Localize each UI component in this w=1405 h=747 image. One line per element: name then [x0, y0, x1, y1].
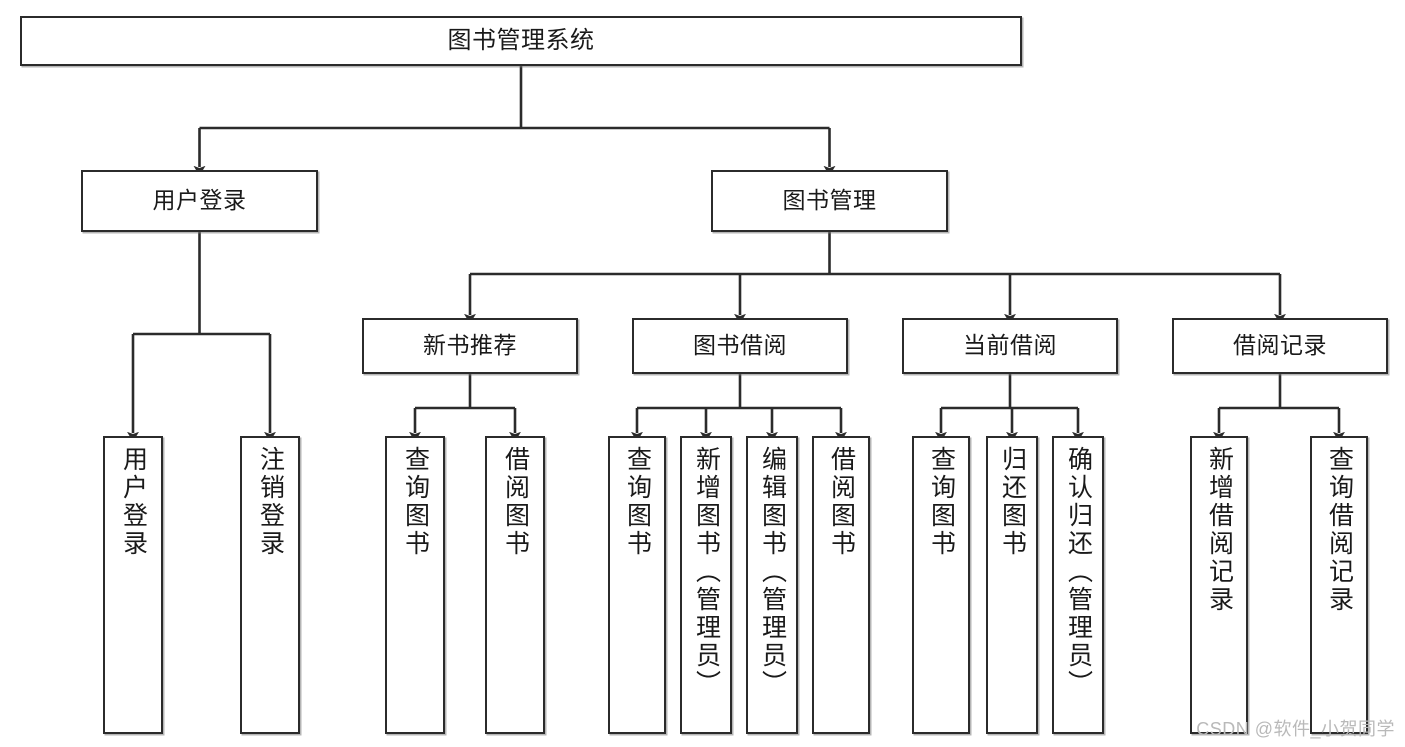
- node-label: 用户登录: [152, 187, 247, 214]
- node-label: 新增借阅记录: [1205, 446, 1234, 614]
- node-label: 借阅记录: [1233, 332, 1327, 359]
- node-label: 图书管理: [782, 187, 877, 214]
- node-label: 当前借阅: [963, 332, 1057, 359]
- node-label: 查询图书: [401, 446, 430, 558]
- node-label: 确认归还（管理员）: [1064, 446, 1093, 698]
- node-label: 注销登录: [256, 446, 285, 558]
- node-leaf-borrow-book[interactable]: 借阅图书: [812, 436, 870, 734]
- watermark-label: CSDN @软件_小贺同学: [1196, 719, 1395, 739]
- node-label: 借阅图书: [501, 446, 530, 558]
- node-label: 新增图书（管理员）: [692, 446, 721, 698]
- node-leaf-confirm-return[interactable]: 确认归还（管理员）: [1052, 436, 1104, 734]
- node-book-borrow[interactable]: 图书借阅: [632, 318, 848, 374]
- node-leaf-add-record[interactable]: 新增借阅记录: [1190, 436, 1248, 734]
- node-leaf-query-book-rec[interactable]: 查询图书: [385, 436, 445, 734]
- node-root[interactable]: 图书管理系统: [20, 16, 1022, 66]
- node-label: 新书推荐: [423, 332, 517, 359]
- node-label: 用户登录: [119, 446, 148, 558]
- node-label: 图书借阅: [693, 332, 787, 359]
- node-leaf-edit-book[interactable]: 编辑图书（管理员）: [746, 436, 798, 734]
- node-borrow-record[interactable]: 借阅记录: [1172, 318, 1388, 374]
- node-leaf-query-book[interactable]: 查询图书: [608, 436, 666, 734]
- node-leaf-return-book[interactable]: 归还图书: [986, 436, 1038, 734]
- node-leaf-borrow-book-rec[interactable]: 借阅图书: [485, 436, 545, 734]
- node-leaf-user-login[interactable]: 用户登录: [103, 436, 163, 734]
- node-current-borrow[interactable]: 当前借阅: [902, 318, 1118, 374]
- node-label: 图书管理系统: [447, 26, 595, 54]
- node-label: 查询借阅记录: [1325, 446, 1354, 614]
- node-label: 查询图书: [623, 446, 652, 558]
- node-leaf-add-book[interactable]: 新增图书（管理员）: [680, 436, 732, 734]
- node-book-manage[interactable]: 图书管理: [711, 170, 948, 232]
- node-user-login[interactable]: 用户登录: [81, 170, 318, 232]
- node-label: 查询图书: [927, 446, 956, 558]
- node-leaf-query-record[interactable]: 查询借阅记录: [1310, 436, 1368, 734]
- node-label: 归还图书: [998, 446, 1027, 558]
- node-leaf-logout[interactable]: 注销登录: [240, 436, 300, 734]
- node-leaf-query-book-cur[interactable]: 查询图书: [912, 436, 970, 734]
- node-label: 编辑图书（管理员）: [758, 446, 787, 698]
- node-label: 借阅图书: [827, 446, 856, 558]
- node-new-book-recommend[interactable]: 新书推荐: [362, 318, 578, 374]
